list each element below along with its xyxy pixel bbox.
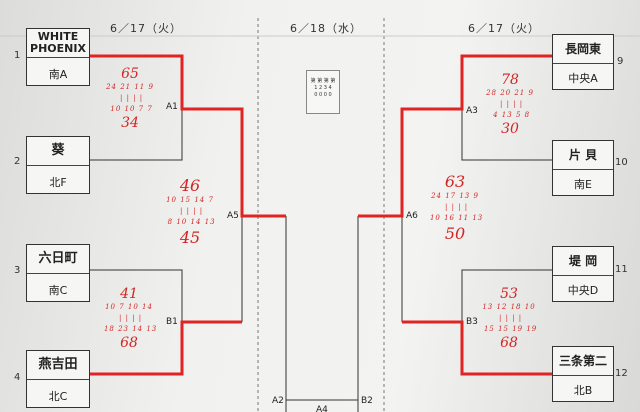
seed-2: 2 bbox=[14, 156, 21, 167]
match-label-a1: A1 bbox=[166, 102, 178, 112]
legend-row: 0 0 0 0 bbox=[314, 92, 332, 98]
legend-header: 第 第 第 第 bbox=[310, 78, 336, 84]
score-innings: 28 20 21 9 | | | | 4 13 5 8 bbox=[486, 89, 534, 119]
team-name: 堤 岡 bbox=[553, 247, 613, 276]
match-label-b3: B3 bbox=[466, 317, 478, 327]
score-bottom: 68 bbox=[120, 335, 138, 351]
line-team3 bbox=[88, 269, 183, 322]
match-label-b1: B1 bbox=[166, 317, 178, 327]
match-label-b2: B2 bbox=[361, 396, 373, 406]
line-team11 bbox=[461, 269, 556, 322]
match-label-a2: A2 bbox=[272, 396, 284, 406]
score-innings: 13 12 18 10 | | | | 15 15 19 19 bbox=[482, 303, 538, 333]
score-a1: 65 24 21 11 9 | | | | 10 10 7 7 34 bbox=[100, 66, 160, 131]
legend-numbers: 1 2 3 4 bbox=[314, 85, 332, 91]
score-bottom: 68 bbox=[500, 335, 518, 351]
score-b3: 53 13 12 18 10 | | | | 15 15 19 19 68 bbox=[476, 286, 542, 351]
win-path-team1 bbox=[88, 54, 286, 218]
score-top: 63 bbox=[444, 172, 466, 191]
team-region: 南C bbox=[48, 284, 68, 297]
score-innings: 24 21 11 9 | | | | 10 10 7 7 bbox=[106, 83, 154, 113]
score-bottom: 45 bbox=[179, 228, 201, 247]
team-name: 燕吉田 bbox=[27, 351, 89, 380]
team-region: 北B bbox=[573, 384, 593, 397]
seed-10: 10 bbox=[615, 157, 628, 168]
seed-4: 4 bbox=[14, 372, 21, 383]
match-label-a4: A4 bbox=[316, 405, 328, 412]
match-label-a6: A6 bbox=[406, 211, 418, 221]
date-center: 6／18（水） bbox=[290, 22, 362, 35]
team-region: 北C bbox=[48, 390, 68, 403]
win-path-team12 bbox=[402, 320, 556, 376]
team-card-10[interactable]: 片 貝 南E bbox=[552, 140, 614, 196]
score-bottom: 30 bbox=[501, 121, 519, 137]
seed-1: 1 bbox=[14, 50, 21, 61]
team-name: WHITE PHOENIX bbox=[27, 29, 89, 58]
score-a6: 63 24 17 13 9 | | | | 10 16 11 13 50 bbox=[422, 172, 488, 243]
inning-legend: 第 第 第 第 1 2 3 4 0 0 0 0 bbox=[306, 70, 340, 114]
score-bottom: 50 bbox=[444, 224, 466, 243]
score-top: 53 bbox=[500, 286, 518, 302]
match-label-a5: A5 bbox=[227, 211, 239, 221]
team-card-1[interactable]: WHITE PHOENIX 南A bbox=[26, 28, 90, 86]
seed-3: 3 bbox=[14, 265, 21, 276]
line-team2 bbox=[88, 109, 183, 161]
team-card-12[interactable]: 三条第二 北B bbox=[552, 346, 614, 402]
score-top: 46 bbox=[179, 176, 201, 195]
team-name: 長岡東 bbox=[553, 35, 613, 64]
score-top: 65 bbox=[121, 66, 139, 82]
score-top: 78 bbox=[501, 72, 519, 88]
win-path-team4 bbox=[88, 320, 242, 376]
team-card-11[interactable]: 堤 岡 中央D bbox=[552, 246, 614, 302]
seed-11: 11 bbox=[615, 264, 628, 275]
team-region: 中央A bbox=[568, 72, 598, 85]
date-right: 6／17（火） bbox=[468, 22, 540, 35]
seed-9: 9 bbox=[617, 56, 624, 67]
team-region: 中央D bbox=[567, 284, 599, 297]
score-innings: 24 17 13 9 | | | | 10 16 11 13 bbox=[429, 192, 484, 222]
score-bottom: 34 bbox=[121, 115, 139, 131]
team-region: 北F bbox=[49, 176, 67, 189]
team-region: 南E bbox=[574, 178, 592, 191]
date-left: 6／17（火） bbox=[110, 22, 182, 35]
score-innings: 10 15 14 7 | | | | 8 10 14 13 bbox=[166, 196, 216, 226]
team-card-2[interactable]: 葵 北F bbox=[26, 136, 90, 194]
score-top: 41 bbox=[120, 286, 138, 302]
win-path-team9 bbox=[358, 54, 556, 218]
team-name: 片 貝 bbox=[553, 141, 613, 170]
team-region: 南A bbox=[48, 68, 68, 81]
team-card-3[interactable]: 六日町 南C bbox=[26, 244, 90, 302]
team-name: 葵 bbox=[27, 137, 89, 166]
seed-12: 12 bbox=[615, 368, 628, 379]
score-a3: 78 28 20 21 9 | | | | 4 13 5 8 30 bbox=[480, 72, 540, 137]
team-card-9[interactable]: 長岡東 中央A bbox=[552, 34, 614, 90]
team-name: 三条第二 bbox=[553, 347, 613, 376]
team-card-4[interactable]: 燕吉田 北C bbox=[26, 350, 90, 408]
score-a5: 46 10 15 14 7 | | | | 8 10 14 13 45 bbox=[160, 176, 220, 247]
score-b1: 41 10 7 10 14 | | | | 18 23 14 13 68 bbox=[96, 286, 162, 351]
match-label-a3: A3 bbox=[466, 106, 478, 116]
line-team10 bbox=[461, 109, 556, 161]
team-name: 六日町 bbox=[27, 245, 89, 274]
score-innings: 10 7 10 14 | | | | 18 23 14 13 bbox=[103, 303, 158, 333]
